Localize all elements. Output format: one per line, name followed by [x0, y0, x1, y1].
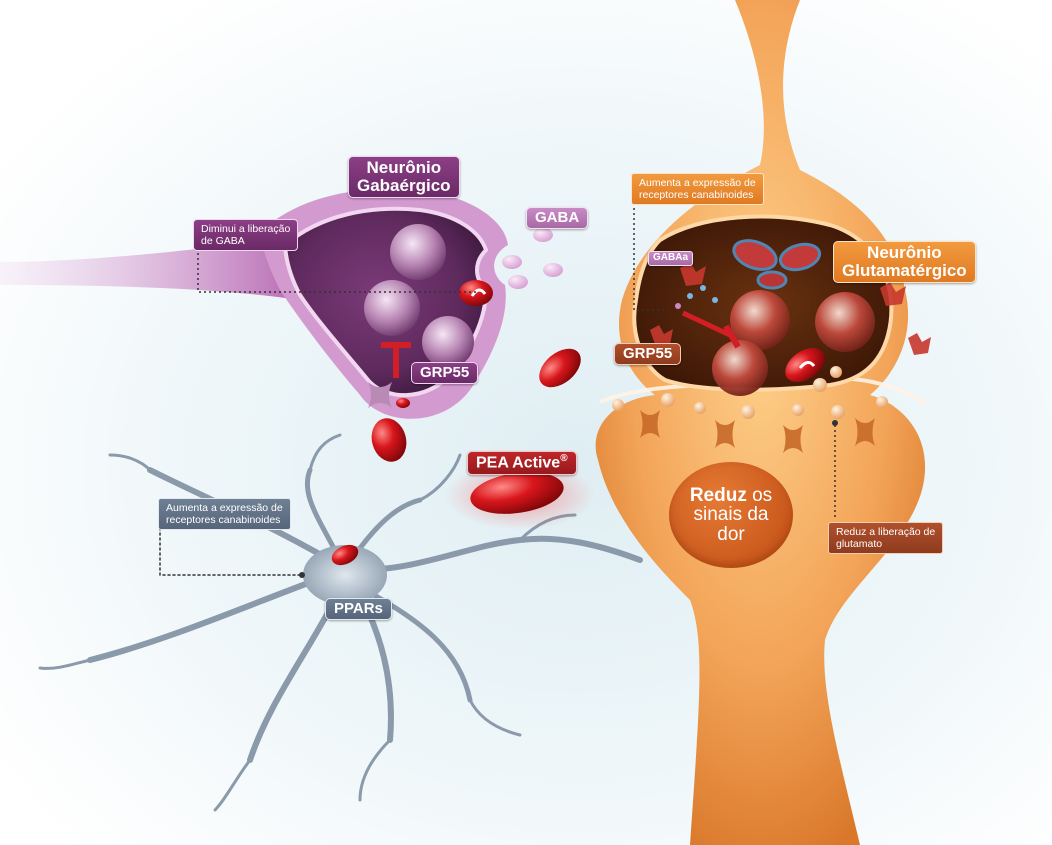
increase-receptors-left-line1: Aumenta a expressão de	[166, 502, 283, 514]
gabaa-label: GABAa	[648, 251, 693, 266]
pea-active-registered-mark: ®	[560, 453, 567, 464]
pain-bubble-strong: Reduz	[690, 485, 747, 506]
pain-bubble-line3: dor	[717, 525, 744, 544]
reduce-glutamate-line2: glutamato	[836, 538, 935, 550]
increase-receptors-left-note: Aumenta a expressão de receptores canabi…	[158, 498, 291, 530]
grp55-right-label: GRP55	[614, 343, 681, 365]
decrease-gaba-note-line2: de GABA	[201, 235, 290, 247]
glutamatergic-neuron	[596, 0, 931, 845]
pea-active-text: PEA Active	[476, 454, 560, 471]
pain-bubble-line1: Reduz os	[690, 486, 772, 505]
increase-receptors-right-note: Aumenta a expressão de receptores canabi…	[631, 173, 764, 205]
glutamatergic-neuron-label: Neurônio Glutamatérgico	[833, 241, 976, 283]
reduce-glutamate-note: Reduz a liberação de glutamato	[828, 522, 943, 554]
pain-signal-bubble: Reduz os sinais da dor	[669, 462, 793, 568]
decrease-gaba-note: Diminui a liberação de GABA	[193, 219, 298, 251]
increase-receptors-right-line2: receptores canabinoides	[639, 189, 756, 201]
gabaergic-neuron-label-line2: Gabaérgico	[357, 177, 451, 195]
grp55-right-text: GRP55	[623, 345, 672, 362]
increase-receptors-left-line2: receptores canabinoides	[166, 514, 283, 526]
glutamatergic-neuron-label-line1: Neurônio	[842, 244, 967, 262]
pain-bubble-os: os	[752, 485, 772, 506]
ppars-label: PPARs	[325, 598, 392, 620]
glutamatergic-neuron-label-line2: Glutamatérgico	[842, 262, 967, 280]
gaba-label: GABA	[526, 207, 588, 229]
pain-bubble-line2: sinais da	[694, 505, 769, 524]
ppars-text: PPARs	[334, 600, 383, 617]
grp55-left-label: GRP55	[411, 362, 478, 384]
pea-active-label: PEA Active®	[467, 451, 577, 475]
reduce-glutamate-line1: Reduz a liberação de	[836, 526, 935, 538]
gabaa-text: GABAa	[653, 252, 688, 263]
gaba-label-text: GABA	[535, 209, 579, 226]
decrease-gaba-note-line1: Diminui a liberação	[201, 223, 290, 235]
increase-receptors-right-line1: Aumenta a expressão de	[639, 177, 756, 189]
grp55-left-text: GRP55	[420, 364, 469, 381]
gabaergic-neuron-label-line1: Neurônio	[357, 159, 451, 177]
gabaergic-neuron-label: Neurônio Gabaérgico	[348, 156, 460, 198]
